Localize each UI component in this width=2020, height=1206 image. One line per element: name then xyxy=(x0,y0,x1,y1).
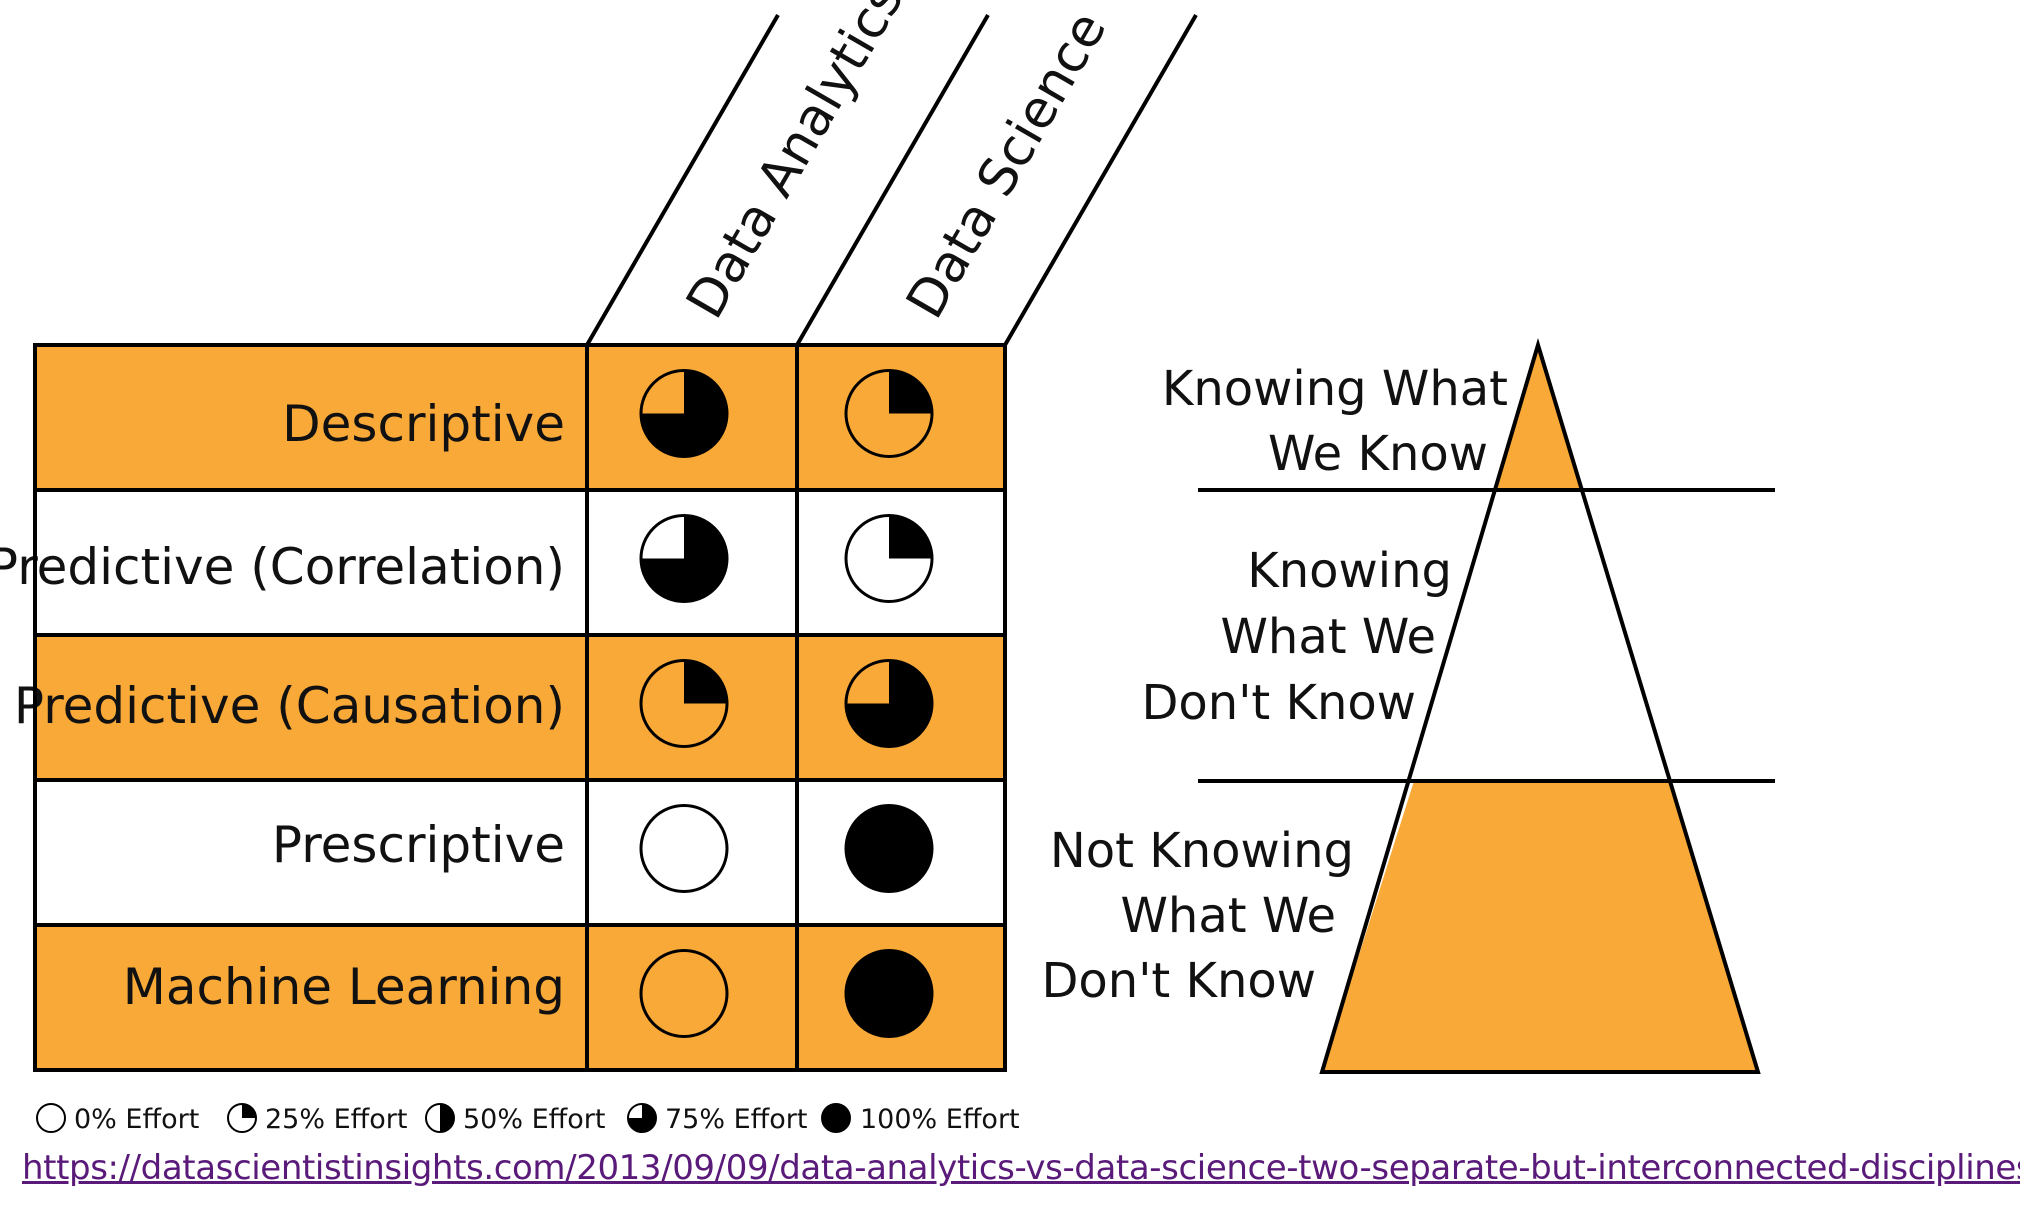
legend-glyph-2 xyxy=(425,1103,455,1133)
source-link[interactable]: https://datascientistinsights.com/2013/0… xyxy=(22,1148,2020,1188)
row-bg-3 xyxy=(35,780,1005,925)
header-slant-1 xyxy=(585,13,780,347)
effort-r0-c1 xyxy=(844,369,934,458)
legend-glyph-0-circle xyxy=(36,1103,66,1133)
pyramid-bottom-label-line3: Don't Know xyxy=(1041,953,1316,1009)
column-header-data-science: Data Science xyxy=(895,2,1118,328)
row-bg-1 xyxy=(35,490,1005,635)
effort-r0-c0-wedge xyxy=(641,370,727,457)
row-label-descriptive: Descriptive xyxy=(282,395,565,453)
effort-r2-c0 xyxy=(639,659,729,748)
legend-glyph-4-circle xyxy=(821,1103,851,1133)
effort-r1-c1-wedge xyxy=(889,515,932,559)
knowledge-pyramid: Knowing What We Know Knowing What We Don… xyxy=(1041,338,1775,1074)
effort-r3-c1-circle xyxy=(844,804,934,893)
legend-label-0: 0% Effort xyxy=(74,1104,199,1135)
row-bg-4 xyxy=(35,925,1005,1070)
legend-glyph-1-wedge xyxy=(242,1104,256,1118)
pyramid-middle-label-line3: Don't Know xyxy=(1141,675,1416,731)
header-slant-2 xyxy=(795,13,990,347)
effort-r4-c0 xyxy=(639,949,729,1038)
legend-glyph-1 xyxy=(227,1103,257,1133)
effort-r1-c1 xyxy=(844,514,934,603)
row-bg-2 xyxy=(35,635,1005,780)
effort-cells xyxy=(639,369,934,1038)
pyramid-middle-label-line2: What We xyxy=(1220,609,1436,665)
row-label-predictive-correlation: Predictive (Correlation) xyxy=(0,538,565,596)
effort-r3-c0-circle xyxy=(639,804,729,893)
row-label-machine-learning: Machine Learning xyxy=(123,958,565,1016)
legend-glyph-0 xyxy=(36,1103,66,1133)
effort-legend: 0% Effort 25% Effort 50% Effort 75% Effo… xyxy=(36,1103,1020,1135)
table-border xyxy=(33,343,1007,1072)
header-slant-3 xyxy=(1003,13,1198,347)
effort-r3-c0 xyxy=(639,804,729,893)
effort-r1-c0-wedge xyxy=(641,515,727,602)
legend-label-25: 25% Effort xyxy=(265,1104,407,1135)
effort-matrix: Descriptive Predictive (Correlation) Pre… xyxy=(0,0,1198,1072)
legend-glyph-4 xyxy=(821,1103,851,1133)
pyramid-top-label-line2: We Know xyxy=(1268,426,1488,482)
pyramid-bottom-label-line2: What We xyxy=(1120,888,1336,944)
row-bg-0 xyxy=(35,345,1005,490)
legend-glyph-3-wedge xyxy=(628,1104,656,1132)
pyramid-bottom-label-line1: Not Knowing xyxy=(1050,823,1354,879)
effort-r3-c1 xyxy=(844,804,934,893)
row-label-predictive-causation: Predictive (Causation) xyxy=(14,677,565,735)
effort-r2-c0-wedge xyxy=(684,660,727,704)
legend-label-50: 50% Effort xyxy=(463,1104,605,1135)
header-slants xyxy=(585,13,1198,347)
legend-glyph-2-wedge xyxy=(440,1104,454,1132)
legend-label-100: 100% Effort xyxy=(860,1104,1020,1135)
effort-r4-c1-circle xyxy=(844,949,934,1038)
column-header-data-analytics: Data Analytics xyxy=(675,0,915,329)
effort-r0-c0 xyxy=(639,369,729,458)
legend-label-75: 75% Effort xyxy=(665,1104,807,1135)
effort-r4-c1 xyxy=(844,949,934,1038)
pyramid-top-section xyxy=(1497,345,1580,490)
legend-glyph-3 xyxy=(627,1103,657,1133)
effort-r2-c1 xyxy=(844,659,934,748)
effort-r0-c1-wedge xyxy=(889,370,932,414)
pyramid-top-label-line1: Knowing What xyxy=(1162,361,1508,417)
row-label-prescriptive: Prescriptive xyxy=(272,816,565,874)
pyramid-outline xyxy=(1319,338,1761,1074)
table-grid xyxy=(33,343,1007,1072)
effort-r2-c1-wedge xyxy=(846,660,933,747)
pyramid-bottom-section xyxy=(1322,781,1758,1072)
effort-r1-c0 xyxy=(639,514,729,603)
pyramid-middle-label-line1: Knowing xyxy=(1247,543,1452,599)
effort-r4-c0-circle xyxy=(639,949,729,1038)
